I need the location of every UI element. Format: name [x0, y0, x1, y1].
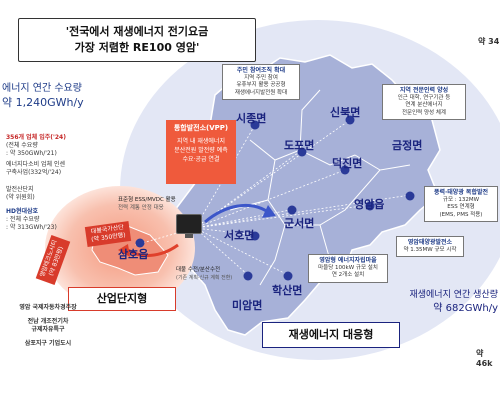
vpp-box: 통합발전소(VPP) 지역 내 재생에너지 분산전원 발전량 예측 수요·공급 … — [166, 120, 236, 184]
town-dots — [135, 115, 415, 281]
town-gunseo: 군서면 — [284, 217, 315, 230]
edge-label-bottom: 약 46k — [476, 349, 493, 368]
town-geumjeong: 금정면 — [392, 139, 423, 152]
companies-line-4: 구축사업(332억/'24) — [6, 169, 62, 176]
industrial-demand-label: 에너지 연간 수요량 — [2, 83, 82, 94]
vpp-desc: 지역 내 재생에너지 분산전원 발전량 예측 수요·공급 연결 — [174, 138, 228, 163]
companies-heading: 356개 업체 입주('24) — [6, 134, 66, 141]
title-box: '전국에서 재생에너지 전기요금 가장 저렴한 RE100 영암' — [18, 18, 256, 62]
town-seoho: 서호면 — [224, 229, 255, 242]
info-box-resident-line-1: 유휴부지 활용 공공형 — [236, 82, 286, 88]
info-box-hybrid: 풍력·태양광 복합발전 규모 : 132MW ESS 연계형 (EMS, PMS… — [424, 186, 498, 222]
info-box-hybrid-line-1: ESS 연계형 — [447, 204, 475, 210]
info-box-solar-heading: 영암태양광발전소 — [407, 239, 453, 246]
companies-line-0: (전체 수요량 — [6, 142, 38, 149]
hd-brand: HD현대삼호 — [6, 208, 39, 215]
renewable-supply: 재생에너지 연간 생산량 약 682GWh/y — [394, 288, 498, 316]
info-box-solar-line-0: 약 1.35MW 규모 시작 — [403, 246, 457, 253]
town-samho: 삼호읍 — [118, 248, 149, 261]
info-box-workforce-line-0: 인근 대학, 연구기관 등 — [397, 94, 451, 101]
left-small-line-1: (약 위원회) — [6, 194, 35, 201]
companies-line-3: 에너지다소비 업체 인센 — [6, 161, 66, 168]
info-box-village-line-0: 마을당 100kW 규모 설치 — [318, 264, 378, 271]
hydrogen-sub: (기존 계획·신규 계획 전환) — [176, 275, 233, 281]
info-box-workforce: 지역 전문인력 양성 인근 대학, 연구기관 등 연계 분산에너지 전문인력 양… — [382, 84, 466, 120]
info-box-resident-heading: 주민 참여조직 확대 — [236, 67, 286, 74]
title-line-1: '전국에서 재생에너지 전기요금 — [65, 25, 209, 38]
info-box-village-heading: 영암형 에너지자립마을 — [319, 257, 377, 264]
info-box-workforce-line-2: 전문인력 양성 체계 — [402, 109, 446, 116]
industrial-demand: 에너지 연간 수요량 약 1,240GWh/y — [2, 82, 84, 110]
hd-block: HD현대삼호 : 전체 수요량 : 약 313GWh/'23) — [6, 208, 57, 232]
hydrogen-label: 대불 수전/분산수전 (기존 계획·신규 계획 전환) — [176, 266, 256, 282]
info-box-hybrid-line-0: 규모 : 132MW — [442, 196, 480, 203]
ess-label: 표준형 ESS/MVDC 활용 전력 계통 안정 대응 — [118, 196, 198, 212]
hydrogen-title: 대불 수전/분산수전 — [176, 267, 221, 273]
town-sijong: 시종면 — [236, 112, 267, 125]
info-box-hybrid-line-2: (EMS, PMS 적용) — [439, 211, 483, 218]
ess-title: 표준형 ESS/MVDC 활용 — [118, 197, 176, 203]
type-industrial-label: 산업단지형 — [68, 287, 176, 311]
connection-lines — [134, 119, 411, 276]
info-box-hybrid-heading: 풍력·태양광 복합발전 — [433, 189, 489, 196]
title-line-2: 가장 저렴한 RE100 영암' — [74, 41, 200, 54]
bottom-left-line-5: 삼포지구 기업도시 — [24, 340, 72, 347]
info-box-workforce-line-1: 연계 분산에너지 — [405, 102, 443, 108]
info-box-village: 영암형 에너지자립마을 마을당 100kW 규모 설치 연 2개소 설치 — [308, 254, 388, 283]
bottom-left-line-2: 전남 개조전기차 — [27, 318, 69, 325]
town-miam: 미암면 — [232, 299, 263, 312]
town-deokjin: 덕진면 — [332, 157, 363, 170]
hd-line-0: : 전체 수요량 — [6, 216, 40, 223]
info-box-village-line-1: 연 2개소 설치 — [331, 272, 365, 278]
supply-value: 약 682GWh/y — [433, 303, 498, 314]
left-small-line-0: 발전산단지 — [6, 186, 34, 193]
town-sinbuk: 신북면 — [330, 106, 361, 119]
info-box-workforce-heading: 지역 전문인력 양성 — [399, 87, 449, 94]
type-renewable-label: 재생에너지 대응형 — [262, 322, 400, 348]
supply-label: 재생에너지 연간 생산량 — [409, 290, 498, 300]
town-yeongam: 영암읍 — [354, 198, 385, 211]
hd-line-1: : 약 313GWh/'23) — [6, 224, 57, 231]
companies-line-1: : 약 350GWh/'21) — [6, 150, 57, 157]
vpp-title: 통합발전소(VPP) — [173, 124, 229, 132]
companies-info: 356개 업체 입주('24) (전체 수요량 : 약 350GWh/'21) … — [6, 134, 88, 177]
bottom-left-line-0: 영암 국제자동차경주장 — [19, 304, 77, 311]
info-box-resident-line-2: 재생에너지발전원 확대 — [234, 89, 288, 96]
bottom-left-line-3: 규제자유특구 — [31, 326, 65, 333]
industrial-demand-value: 약 1,240GWh/y — [2, 96, 84, 109]
bottom-left-list: 영암 국제자동차경주장 전남 개조전기차 규제자유특구 삼포지구 기업도시 — [8, 304, 88, 348]
flow-arrow-blue — [204, 203, 269, 224]
edge-label-top: 약 34 — [478, 37, 500, 46]
ess-sub: 전력 계통 안정 대응 — [118, 205, 164, 211]
info-box-solar: 영암태양광발전소 약 1.35MW 규모 시작 — [396, 236, 464, 257]
vpp-hub-stand-icon — [185, 234, 193, 238]
vpp-hub-monitor-icon — [176, 214, 202, 234]
flow-arrow-red — [127, 243, 179, 257]
left-small-info: 발전산단지 (약 위원회) — [6, 186, 35, 202]
town-dopo: 도포면 — [284, 139, 315, 152]
info-box-resident-line-0: 지역 주민 참여 — [244, 74, 278, 81]
info-box-resident: 주민 참여조직 확대 지역 주민 참여 유휴부지 활용 공공형 재생에너지발전원… — [222, 64, 300, 100]
town-haksan: 학산면 — [272, 284, 303, 297]
